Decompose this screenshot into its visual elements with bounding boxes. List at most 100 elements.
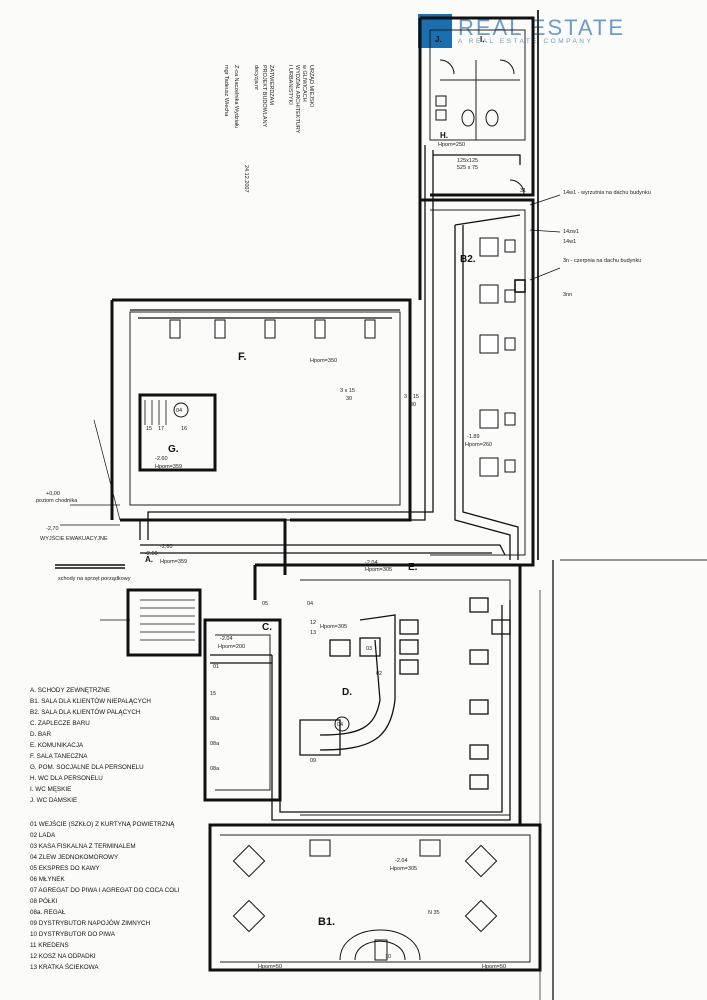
exit-note: WYJŚCIE EWAKUACYJNE bbox=[40, 534, 108, 542]
brand-logo: REAL ESTATE A REAL ESTATE COMPANY bbox=[418, 14, 625, 48]
stamp-date: 24.12.2007 bbox=[243, 165, 249, 193]
tag-08a-1: 15 bbox=[210, 691, 216, 697]
tag-04-d: 04 bbox=[337, 722, 343, 728]
tag-13: 13 bbox=[310, 630, 316, 636]
c-level: -2.04 bbox=[220, 636, 233, 642]
col2-label: 3 x 15 bbox=[404, 394, 419, 400]
legend-item-08a: 08a. REGAŁ bbox=[30, 909, 66, 916]
b1-furniture bbox=[232, 839, 498, 961]
f-height: Hpom=350 bbox=[310, 358, 337, 364]
legend-room-b2: B2. SALA DLA KLIENTÓW PALĄCYCH bbox=[30, 707, 141, 716]
legend-room-g: G. POM. SOCJALNE DLA PERSONELU bbox=[30, 764, 144, 771]
bar-counter bbox=[299, 597, 511, 790]
vent-note-2: 14zw1 bbox=[563, 229, 579, 235]
b2-height: Hpom=260 bbox=[465, 442, 492, 448]
stamp-line-8: Z-ca Naczelnika Wydziału bbox=[233, 65, 239, 128]
stamp-line-2: w GLIWICACH bbox=[301, 64, 307, 102]
legend-item-12: 12 KOSZ NA ODPADKI bbox=[30, 953, 96, 960]
vent-note-3: 14w1 bbox=[563, 239, 576, 245]
tag-08: 08a bbox=[210, 766, 220, 772]
room-label-b1: B1. bbox=[318, 916, 335, 928]
stamp-line-9: mgr Tadeusz Wiecha bbox=[223, 65, 229, 117]
stamp-line-7: decyzja nr bbox=[253, 65, 259, 90]
stairs-note: schody na sprzęt porządkowy bbox=[58, 576, 131, 582]
legend-item-04: 04 ZLEW JEDNOKOMOROWY bbox=[30, 854, 119, 861]
duct-size: 125x125 bbox=[457, 158, 478, 164]
g-height: Hpom=359 bbox=[155, 464, 182, 470]
room-label-i: I. bbox=[480, 35, 484, 44]
street-lines bbox=[537, 10, 707, 1000]
level-270: -2,70 bbox=[46, 526, 59, 532]
inner-walls bbox=[129, 29, 531, 963]
legend-item-10: 10 DYSTRYBUTOR DO PIWA bbox=[30, 931, 116, 938]
legend-item-07: 07 AGREGAT DO PIWA I AGREGAT DO COCA COL… bbox=[30, 887, 180, 894]
legend-item-11: 11 KREDENS bbox=[30, 942, 69, 949]
dimension-labels: Hpom=350 3 x 15 30 3 x 15 30 -1.89 Hpom=… bbox=[36, 142, 506, 970]
tag-15-c: 01 bbox=[213, 664, 219, 670]
legend-item-13: 13 KRATKA ŚCIEKOWA bbox=[30, 962, 99, 971]
col1b-label: 30 bbox=[346, 396, 352, 402]
tag-08a-2: 08a bbox=[210, 716, 220, 722]
room-label-d: D. bbox=[342, 687, 352, 698]
tag-04-c: 04 bbox=[307, 601, 313, 607]
stamp-line-5: ZATWIERDZAM bbox=[268, 65, 274, 105]
vent-note-5: 3nn bbox=[563, 292, 572, 298]
legend-item-02: 02 LADA bbox=[30, 832, 56, 839]
col1-label: 3 x 15 bbox=[340, 388, 355, 394]
ventilation-ducts bbox=[130, 145, 521, 821]
tag-04-g: 04 bbox=[176, 408, 182, 414]
side-notes: WYJŚCIE EWAKUACYJNE schody na sprzęt por… bbox=[40, 188, 651, 582]
legend-item-03: 03 KASA FISKALNA Z TERMINALEM bbox=[30, 843, 136, 850]
b1-height-3: Hpom=50 bbox=[482, 964, 506, 970]
b2-furniture bbox=[479, 237, 526, 477]
d-height: Hpom=305 bbox=[320, 624, 347, 630]
room-labels: F. B2. G. A. C. D. E. B1. J. I. H. bbox=[145, 35, 484, 928]
legend-room-j: J. WC DAMSKIE bbox=[30, 797, 77, 804]
zero-level-sub: poziom chodnika bbox=[36, 498, 78, 504]
legend-room-b1: B1. SALA DLA KLIENTÓW NIEPALĄCYCH bbox=[30, 696, 151, 705]
legend-item-05: 05 EKSPRES DO KAWY bbox=[30, 865, 101, 872]
legend-room-f: F. SALA TANECZNA bbox=[30, 753, 88, 760]
room-label-c: C. bbox=[262, 622, 272, 633]
c-height: Hpom=200 bbox=[218, 644, 245, 650]
brand-name: REAL ESTATE bbox=[458, 14, 626, 40]
tag-09: 09 bbox=[310, 758, 316, 764]
tag-31: 31 bbox=[520, 188, 526, 194]
room-label-e: E. bbox=[408, 562, 418, 573]
duct-size-2: 525 x 75 bbox=[457, 165, 478, 171]
room-label-h: H. bbox=[440, 131, 448, 140]
e-level: -2.04 bbox=[365, 560, 378, 566]
logo-mark-icon bbox=[418, 14, 452, 48]
tag-16: 16 bbox=[181, 426, 187, 432]
tag-02: 02 bbox=[376, 671, 382, 677]
approval-stamp: URZĄD MIEJSKI w GLIWICACH WYDZIAŁ ARCHIT… bbox=[223, 64, 314, 193]
leader-lines bbox=[60, 194, 561, 621]
legend-item-09: 09 DYSTRYBUTOR NAPOJÓW ZIMNYCH bbox=[30, 918, 151, 927]
tag-08a-3: 08a bbox=[210, 741, 220, 747]
stamp-line-6: PROJEKT BUDOWLANY bbox=[261, 65, 267, 128]
stamp-line-1: URZĄD MIEJSKI bbox=[308, 65, 314, 107]
tag-05: 05 bbox=[262, 601, 268, 607]
tag-03: 03 bbox=[366, 646, 372, 652]
room-label-b2: B2. bbox=[460, 254, 476, 265]
tag-15: 15 bbox=[146, 426, 152, 432]
g-level: -2.60 bbox=[155, 456, 168, 462]
legend-rooms: A. SCHODY ZEWNĘTRZNE B1. SALA DLA KLIENT… bbox=[30, 687, 151, 804]
legend-item-01: 01 WEJŚCIE (SZKŁO) Z KURTYNĄ POWIETRZNĄ bbox=[30, 819, 175, 828]
a-level: -2.60 bbox=[145, 551, 158, 557]
b1-level: -2.04 bbox=[395, 858, 408, 864]
col2b-label: 30 bbox=[410, 402, 416, 408]
legend-room-a: A. SCHODY ZEWNĘTRZNE bbox=[30, 687, 110, 694]
legend-room-e: E. KOMUNIKACJA bbox=[30, 742, 84, 749]
zero-level: +0,00 bbox=[46, 491, 60, 497]
stamp-line-4: I URBANISTYKI bbox=[287, 65, 293, 105]
stairs bbox=[55, 400, 195, 641]
level-260: -2,60 bbox=[160, 544, 173, 550]
wc-fixtures bbox=[435, 59, 525, 195]
legend-room-c: C. ZAPLECZE BARU bbox=[30, 720, 90, 727]
b1-height: Hpom=305 bbox=[390, 866, 417, 872]
vent-note-4: 3n - czerpnia na dachu budynku bbox=[563, 258, 641, 264]
room-label-g: G. bbox=[168, 444, 179, 455]
equipment-tags: 04 15 17 16 05 04 12 13 03 02 04 09 10 0… bbox=[146, 402, 391, 960]
